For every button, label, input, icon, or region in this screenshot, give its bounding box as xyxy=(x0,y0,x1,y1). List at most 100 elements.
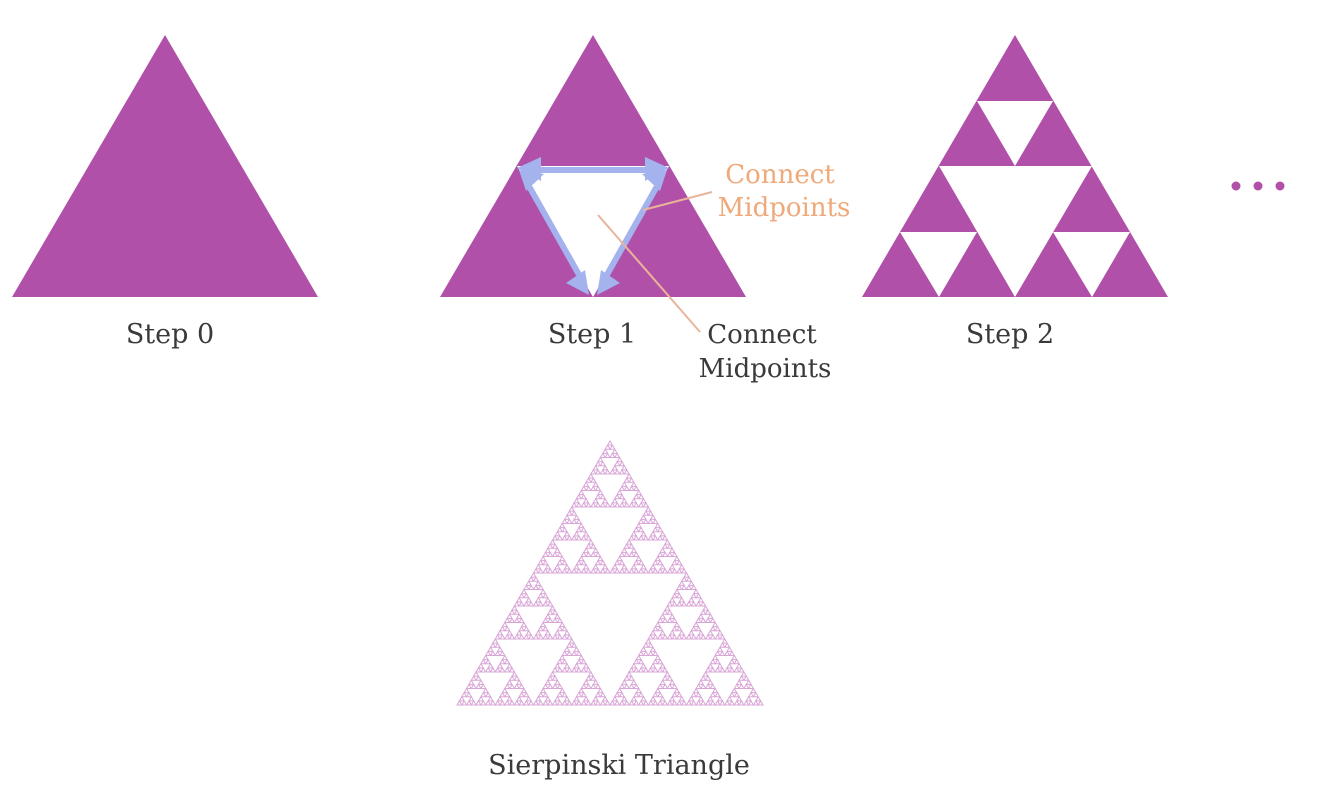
fractal-cell xyxy=(587,539,595,545)
fractal-cell xyxy=(546,609,554,615)
fractal-cell xyxy=(609,452,616,458)
fractal-cell xyxy=(465,699,473,706)
fractal-cell xyxy=(499,625,506,632)
fractal-cell xyxy=(539,588,547,595)
fractal-cell xyxy=(623,675,630,681)
fractal-cell xyxy=(647,666,654,673)
fractal-cell xyxy=(733,691,740,698)
fractal-cell xyxy=(544,613,552,619)
fractal-cell xyxy=(688,596,695,603)
fractal-cell xyxy=(652,633,659,640)
fractal-cell xyxy=(640,497,647,504)
fractal-cell xyxy=(723,699,731,706)
fractal-cell xyxy=(707,662,714,669)
fractal-cell xyxy=(480,683,487,689)
fractal-cell xyxy=(525,596,532,603)
fractal-cell xyxy=(542,699,549,706)
fractal-cell xyxy=(601,448,609,454)
fractal-cell xyxy=(707,613,714,619)
fractal-cell xyxy=(468,679,475,685)
fractal-cell xyxy=(554,662,561,669)
fractal-cell xyxy=(666,617,674,623)
midpoint-arrows xyxy=(527,167,659,283)
annotation-bottom-line-1: Connect xyxy=(707,320,817,350)
fractal-cell xyxy=(585,485,592,491)
fractal-cell xyxy=(637,518,645,524)
fractal-cell xyxy=(542,551,549,557)
fractal-cell xyxy=(532,699,540,706)
fractal-cell xyxy=(695,625,702,632)
fractal-cell xyxy=(704,609,712,615)
fractal-cell xyxy=(637,493,645,500)
fractal-cell xyxy=(508,633,516,640)
fractal-cell xyxy=(664,671,671,677)
fractal-cell xyxy=(551,551,559,557)
step-1-group: Step 1 Connect Midpoints Connect Midpoin… xyxy=(440,35,850,384)
fractal-cell xyxy=(678,695,685,702)
fractal-cell xyxy=(680,699,688,706)
fractal-cell xyxy=(551,633,559,640)
fractal-cell xyxy=(570,501,578,508)
fractal-cell xyxy=(623,485,630,491)
fractal-cell xyxy=(609,567,616,574)
fractal-cell xyxy=(592,497,599,504)
fractal-cell xyxy=(695,600,702,607)
fractal-cell xyxy=(649,646,657,652)
fractal-cell xyxy=(544,563,552,570)
fractal-cell xyxy=(668,563,676,570)
fractal-cell xyxy=(508,699,516,706)
fractal-cell xyxy=(652,625,659,632)
fractal-cell xyxy=(656,699,664,706)
fractal-cell xyxy=(731,654,738,661)
fractal-cell xyxy=(542,600,549,607)
fractal-cell xyxy=(635,522,642,529)
fractal-cell xyxy=(566,518,573,524)
fractal-cell xyxy=(561,699,568,706)
fractal-cell xyxy=(546,683,554,689)
fractal-cell xyxy=(656,683,664,689)
fractal-cell xyxy=(496,646,504,652)
fractal-cell xyxy=(499,633,506,640)
fractal-cell xyxy=(618,559,626,566)
fractal-cell xyxy=(544,695,552,702)
fractal-cell xyxy=(599,468,607,475)
fractal-cell xyxy=(501,687,509,694)
fractal-cell xyxy=(671,625,678,632)
fractal-cell xyxy=(523,699,530,706)
fractal-cell xyxy=(561,534,568,541)
fractal-cell xyxy=(666,675,674,681)
fractal-cell xyxy=(647,510,654,516)
fractal-cell xyxy=(697,613,705,619)
fractal-cell xyxy=(618,551,626,557)
fractal-cell xyxy=(652,691,659,698)
fractal-cell xyxy=(527,584,535,590)
arrow-head-icon xyxy=(566,270,589,295)
fractal-cell xyxy=(503,617,511,623)
fractal-cell xyxy=(594,683,602,689)
fractal-cell xyxy=(690,699,697,706)
fractal-cell xyxy=(556,625,564,632)
fractal-cell xyxy=(551,609,559,615)
fractal-cell xyxy=(566,510,573,516)
fractal-cell xyxy=(484,658,492,665)
fractal-cell xyxy=(532,584,540,590)
fractal-cell xyxy=(599,460,607,467)
fractal-cell xyxy=(613,699,621,706)
fractal-cell xyxy=(719,699,726,706)
fractal-cell xyxy=(642,518,650,524)
fractal-cell xyxy=(613,691,621,698)
fractal-cell xyxy=(747,683,755,689)
fractal-cell xyxy=(532,633,540,640)
fractal-cell xyxy=(487,695,494,702)
fractal-cell xyxy=(585,567,592,574)
fractal-cell xyxy=(623,501,630,508)
fractal-cell xyxy=(735,679,743,685)
fractal-cell xyxy=(711,621,719,628)
fractal-label: Sierpinski Triangle xyxy=(488,750,750,781)
fractal-cell xyxy=(697,629,705,636)
fractal-cell xyxy=(690,584,697,590)
fractal-cell xyxy=(649,629,657,636)
fractal-cell xyxy=(661,617,669,623)
fractal-cell xyxy=(494,666,501,673)
arrow-heads xyxy=(517,157,669,295)
